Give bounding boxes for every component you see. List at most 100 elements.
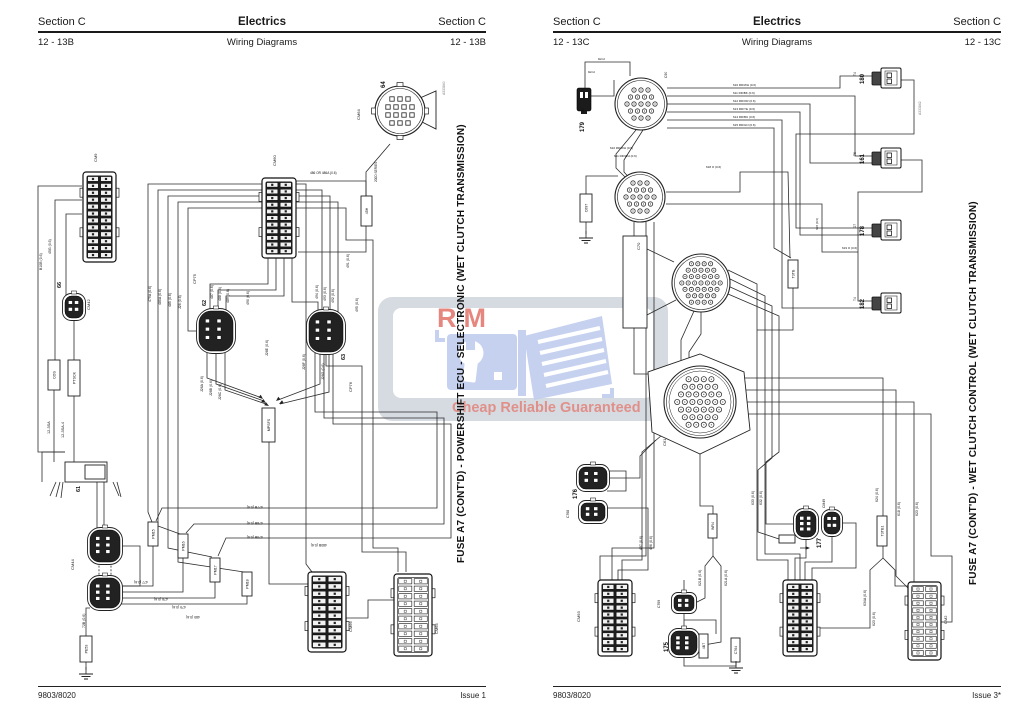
pin-dot	[284, 236, 287, 240]
left-header-rule	[38, 31, 486, 33]
pin-dot	[684, 401, 686, 403]
pin-dot	[646, 182, 648, 184]
pin-dot	[104, 233, 108, 236]
pin-dot	[91, 233, 95, 236]
right-section-label: Section C	[553, 16, 601, 28]
wire	[817, 546, 884, 629]
pin-dot	[333, 636, 336, 639]
pin-dot	[707, 401, 709, 403]
wire	[857, 159, 923, 302]
wire-label: 618 (0.6)	[815, 218, 819, 230]
pin	[326, 319, 332, 324]
left-footer-rule	[38, 686, 486, 687]
wire-label: CM60	[272, 155, 277, 166]
pin-dot	[706, 282, 709, 284]
pin-dot	[635, 203, 638, 205]
pin-dot	[710, 288, 712, 290]
plug-body	[871, 151, 882, 166]
pin-dot	[805, 620, 808, 623]
pin	[684, 603, 689, 608]
pin	[925, 614, 937, 621]
pin-dot	[620, 620, 623, 623]
wire-label: CP76	[348, 381, 353, 392]
wire-label: 12-3SA-4	[61, 422, 65, 438]
wire	[209, 258, 269, 311]
pin-dot	[620, 606, 623, 609]
wire	[291, 258, 319, 313]
pin	[925, 600, 937, 607]
connector-177a	[795, 510, 817, 538]
pin-dot	[699, 416, 701, 418]
pin-dot	[713, 295, 715, 297]
pin-dot	[633, 117, 635, 119]
wire	[120, 582, 216, 599]
pin-dot	[607, 585, 610, 589]
pin-dot	[687, 269, 689, 271]
pin-dot	[916, 637, 920, 641]
wire	[49, 481, 57, 497]
pin	[413, 578, 428, 585]
pin-dot	[929, 587, 933, 591]
pin-dot	[639, 210, 641, 212]
wire-label: T6	[853, 152, 857, 156]
nub	[424, 107, 429, 115]
box	[84, 464, 106, 480]
pin-dot	[620, 627, 623, 630]
pin-dot	[271, 223, 274, 226]
wire-label: 477 (0.6)	[134, 580, 148, 584]
pin-dot	[916, 644, 920, 648]
wire-label: T10	[581, 108, 585, 114]
tab	[803, 505, 809, 510]
pin	[326, 328, 332, 333]
wire-label: 633 (0.6)	[751, 491, 755, 505]
wire	[667, 111, 872, 236]
wire	[120, 545, 141, 587]
pin-dot	[700, 269, 702, 271]
wire	[296, 183, 313, 573]
connector-cm42	[64, 295, 84, 319]
wire	[697, 555, 722, 647]
wire-label: 623 (0.6)	[915, 502, 919, 516]
pin-dot	[916, 587, 920, 591]
wire-label: 478 (0.6)	[154, 597, 168, 601]
pin-dot	[680, 393, 682, 395]
wire-label: bk/rd	[598, 57, 605, 61]
wire	[727, 277, 801, 580]
plug-body	[871, 71, 882, 86]
pin-dot	[104, 212, 108, 215]
wire-label: 612 RD/OR (0.6)	[733, 99, 756, 103]
tab	[102, 572, 108, 577]
wire-label: CP75	[192, 273, 197, 284]
pin-dot	[714, 416, 716, 418]
pin-dot	[271, 230, 274, 233]
pin-dot	[91, 212, 95, 215]
pin	[925, 628, 937, 635]
wire-label: 494 (0.6)	[315, 285, 319, 299]
tab	[590, 461, 596, 466]
inline-connector-label: PM15	[151, 529, 155, 538]
pin-dot	[620, 613, 623, 616]
pin-dot	[792, 606, 795, 609]
pin-dot	[690, 276, 693, 278]
wire-label: 63	[341, 354, 347, 360]
pin-dot	[620, 641, 623, 644]
inline-connector-label: COS	[52, 371, 56, 379]
pin-dot	[684, 386, 686, 388]
wire-label: 62	[202, 300, 208, 306]
pin-dot	[695, 393, 697, 395]
nub	[396, 82, 404, 87]
wire-label: 177	[817, 537, 823, 548]
pin-dot	[607, 606, 610, 609]
pin-dot	[929, 609, 933, 612]
pin-dot	[271, 250, 274, 253]
wire-label: 613 RD/YE (0.6)	[733, 107, 755, 111]
pin	[205, 327, 210, 332]
wire	[591, 80, 615, 97]
wire	[727, 293, 795, 525]
pin-dot	[640, 103, 642, 105]
pin-dot	[318, 621, 321, 625]
wire-label: 488 (0.6)	[218, 287, 222, 301]
pin	[389, 96, 395, 102]
wire-label: 200D SERIES	[374, 162, 378, 182]
